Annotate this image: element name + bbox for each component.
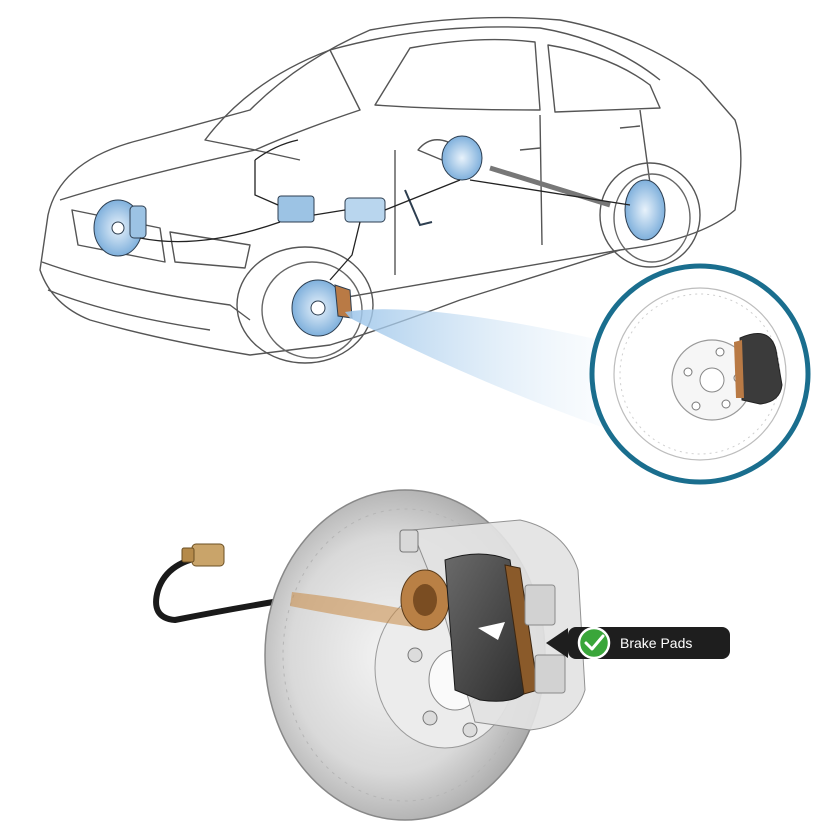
- rear-wheel-arch: [599, 162, 701, 268]
- door-handle: [519, 125, 641, 151]
- callout-pointer: [546, 628, 568, 658]
- pad-arrow: [478, 622, 505, 640]
- hood-line: [59, 149, 301, 201]
- car-outline: [39, 16, 742, 364]
- abs-module: [277, 195, 315, 223]
- rotor-inset: [589, 263, 811, 485]
- car-brake-components: [93, 135, 666, 337]
- brake-assembly: [153, 489, 586, 821]
- check-mark: [584, 634, 605, 651]
- roof-line: [329, 26, 661, 81]
- brake-lines: [139, 139, 631, 281]
- check-circle-icon: [577, 626, 611, 660]
- master-cylinder: [344, 197, 386, 223]
- brake-pedal: [404, 189, 433, 227]
- front-left-caliper: [129, 205, 147, 239]
- front-wheel-arch: [236, 246, 374, 364]
- highlight-beam: [345, 309, 610, 430]
- fluid-highlight: [290, 592, 420, 628]
- front-tire: [261, 261, 363, 359]
- rear-drum-brake: [624, 179, 666, 241]
- side-sill: [329, 249, 621, 301]
- brake-pads-label: Brake Pads: [620, 635, 693, 651]
- windshield: [204, 49, 361, 151]
- bumper: [41, 261, 251, 331]
- callout-label-bg: [568, 627, 730, 659]
- inset-brake-pad: [739, 333, 783, 405]
- front-door-window: [374, 38, 541, 111]
- hose-fitting: [191, 543, 225, 567]
- car-body: [39, 16, 742, 356]
- rear-door-window: [547, 44, 661, 113]
- bleeder-screw: [399, 529, 419, 553]
- brake-booster: [441, 135, 483, 181]
- brake-pads-callout: [546, 626, 730, 660]
- headlight: [169, 231, 251, 269]
- rear-tire: [613, 173, 691, 263]
